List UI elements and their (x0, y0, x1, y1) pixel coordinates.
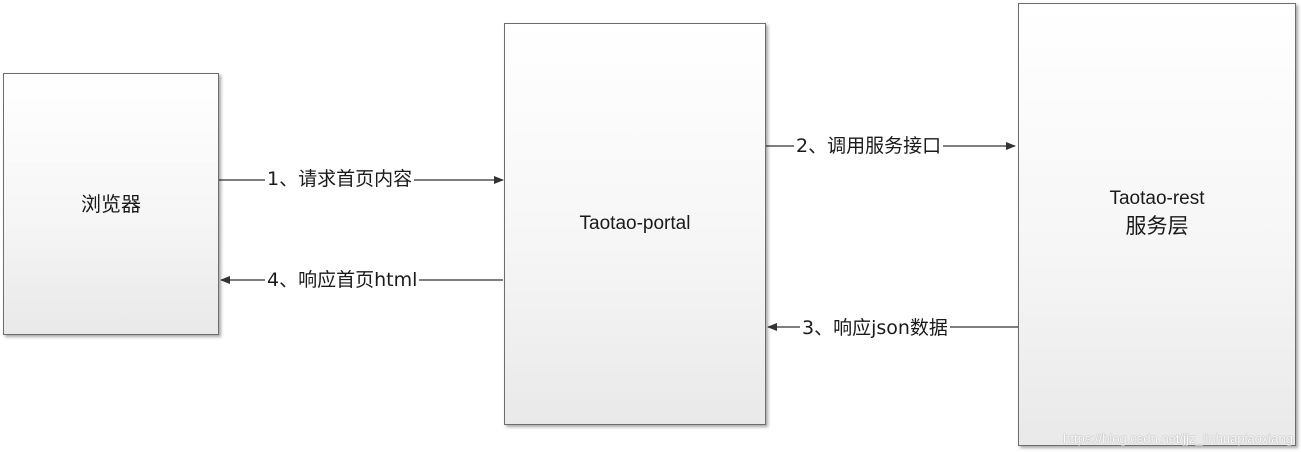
browser-label: 浏览器 (81, 192, 141, 216)
rest-service-node: Taotao-rest 服务层 (1018, 3, 1296, 446)
rest-service-subtitle: 服务层 (1125, 213, 1189, 238)
portal-node: Taotao-portal (504, 23, 766, 425)
edge-2-label: 2、调用服务接口 (794, 134, 944, 158)
browser-node: 浏览器 (3, 73, 219, 335)
portal-label: Taotao-portal (579, 213, 691, 234)
rest-service-title: Taotao-rest (1109, 187, 1205, 209)
edge-1-label: 1、请求首页内容 (265, 167, 415, 191)
watermark-text: https://blog.csdn.net/jjz_linhuapiaoxian… (1063, 431, 1293, 446)
edge-4-label: 4、响应首页html (265, 268, 420, 292)
edge-3-label: 3、响应json数据 (800, 316, 950, 340)
